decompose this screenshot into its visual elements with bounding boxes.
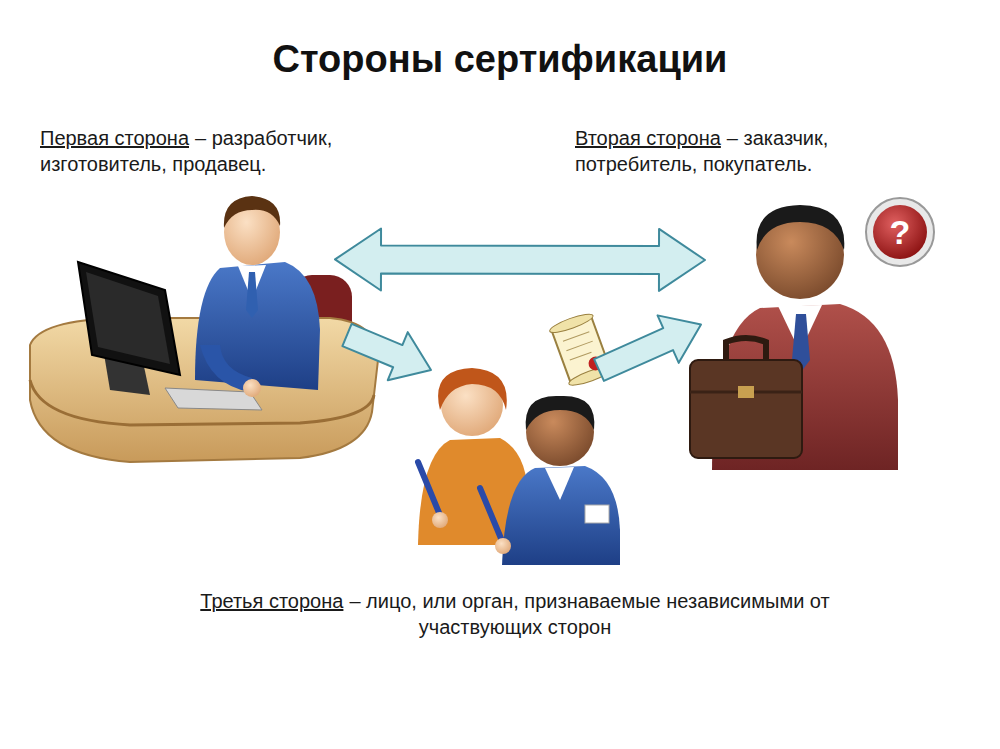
- party-area: Первая сторона– разработчик, изготовител…: [25, 200, 335, 470]
- party-name: Первая сторона: [40, 127, 189, 149]
- party-area: Вторая сторона– заказчик, потребитель, п…: [705, 190, 960, 470]
- question-mark: ?: [890, 213, 911, 252]
- party-role: – лицо, или орган, признаваемые независи…: [349, 590, 829, 638]
- pen: [418, 462, 442, 520]
- customer-figure: [690, 198, 934, 470]
- party-description: Вторая сторона– заказчик, потребитель, п…: [575, 125, 955, 177]
- monitor: [78, 262, 180, 375]
- diagram-title: Стороны сертификации: [0, 38, 1000, 81]
- party-area: Третья сторона– лицо, или орган, признав…: [410, 370, 620, 570]
- badge: [585, 505, 609, 523]
- party-name: Вторая сторона: [575, 127, 721, 149]
- party-description: Первая сторона– разработчик, изготовител…: [40, 125, 460, 177]
- party-description: Третья сторона – лицо, или орган, признав…: [170, 588, 860, 640]
- briefcase: [690, 360, 802, 458]
- suit: [502, 466, 620, 565]
- block-arrow: [342, 324, 431, 380]
- certification-body-figures: [418, 368, 620, 565]
- developer-figure: [30, 196, 378, 462]
- question-badge: [866, 198, 934, 266]
- block-arrow: [594, 315, 701, 381]
- party-name: Третья сторона: [200, 590, 343, 612]
- block-arrow: [335, 228, 705, 290]
